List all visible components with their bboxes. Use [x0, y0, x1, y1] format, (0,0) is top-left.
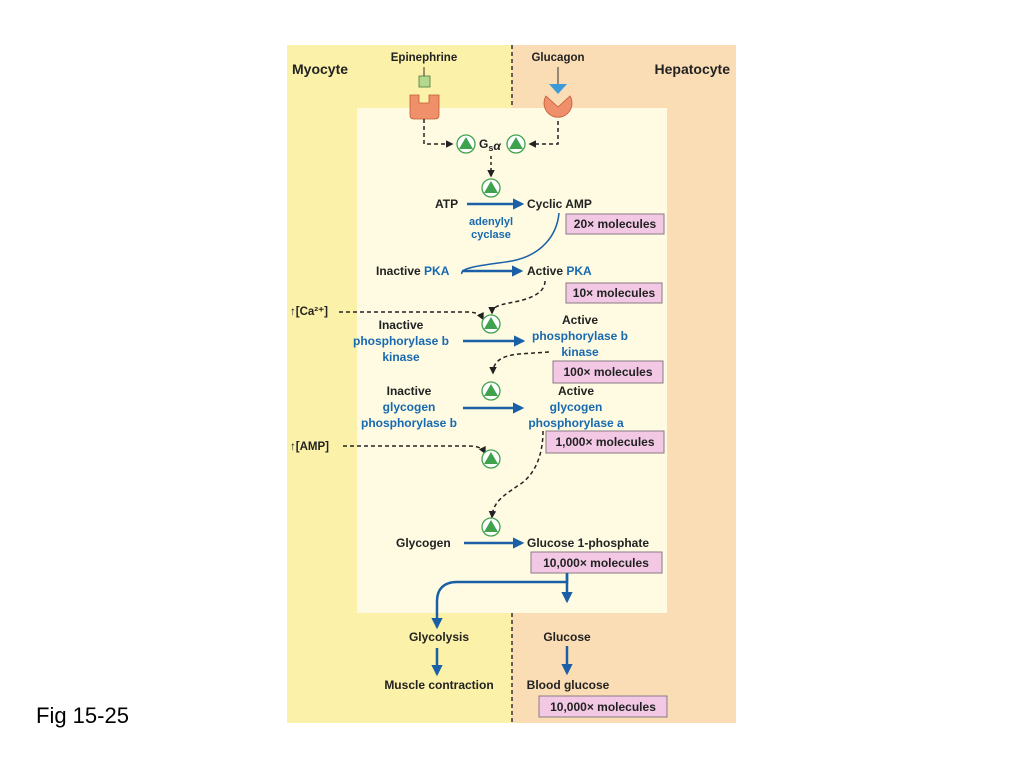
cyclic-amp-label: Cyclic AMP	[527, 197, 592, 211]
inactive-pbk-line1: Inactive	[379, 318, 424, 332]
amplification-box	[552, 360, 664, 384]
amplification-blood-10000x: 10,000× molecules	[550, 700, 656, 714]
calcium-dashed-arrow	[339, 311, 484, 321]
blood-glucose-label: Blood glucose	[527, 678, 610, 692]
glycolysis-label: Glycolysis	[409, 630, 469, 644]
atp-label: ATP	[435, 197, 458, 211]
amp-dashed-arrow	[343, 445, 486, 455]
epi-to-gprotein-arrow	[423, 119, 454, 148]
glucagon-receptor	[543, 95, 573, 118]
inactive-gp-line2: glycogen	[383, 400, 436, 414]
gs-alpha-label: Gsα	[479, 137, 501, 153]
inactive-gp-line3: phosphorylase b	[361, 416, 457, 430]
adenylyl-label: adenylyl	[469, 216, 513, 228]
amplification-box	[545, 430, 665, 454]
activation-mark	[481, 314, 501, 334]
inactive-pbk-line3: kinase	[382, 350, 420, 364]
epinephrine-square	[418, 75, 431, 88]
activation-mark	[456, 134, 476, 154]
glucagon-label: Glucagon	[531, 52, 584, 64]
amp-label: ↑[AMP]	[290, 441, 329, 453]
inactive-pbk-line2: phosphorylase b	[353, 334, 449, 348]
active-pka-label: Active PKA	[527, 264, 592, 278]
amplification-box	[565, 213, 665, 235]
active-pbk-line1: Active	[562, 313, 598, 327]
activation-mark	[481, 517, 501, 537]
muscle-contraction-label: Muscle contraction	[384, 678, 493, 692]
cyclase-label: cyclase	[471, 229, 511, 241]
inactive-gp-line1: Inactive	[387, 384, 432, 398]
glycogen-signaling-diagram: Myocyte Hepatocyte Epinephrine Glucagon …	[287, 45, 736, 723]
glucagon-diamond	[549, 84, 567, 94]
amplification-20x: 20× molecules	[574, 217, 657, 231]
g1p-label: Glucose 1-phosphate	[527, 536, 649, 550]
activation-mark	[481, 178, 501, 198]
active-gp-line3: phosphorylase a	[528, 416, 624, 430]
adrenergic-receptor	[409, 94, 440, 120]
epinephrine-label: Epinephrine	[391, 52, 457, 64]
active-pbk-line2: phosphorylase b	[532, 329, 628, 343]
amplification-100x: 100× molecules	[563, 365, 652, 379]
pbk-dashed-arrow	[489, 351, 550, 375]
glycogen-label: Glycogen	[396, 536, 451, 550]
amplification-box	[530, 551, 663, 574]
amplification-box	[538, 695, 668, 718]
activation-mark	[481, 381, 501, 401]
glucagon-to-gprotein-arrow	[528, 121, 559, 148]
g1p-to-glycolysis-arrow	[431, 573, 569, 630]
active-gp-line2: glycogen	[550, 400, 603, 414]
hepatocyte-label: Hepatocyte	[655, 61, 731, 77]
gp-dashed-arrow	[488, 430, 544, 519]
calcium-label: ↑[Ca²⁺]	[290, 306, 328, 318]
inactive-pka-label: Inactive PKA	[376, 264, 450, 278]
myocyte-label: Myocyte	[292, 61, 348, 77]
activation-mark	[506, 134, 526, 154]
activation-mark	[481, 449, 501, 469]
camp-activation-curve	[461, 212, 560, 275]
active-gp-line1: Active	[558, 384, 594, 398]
amplification-10000x: 10,000× molecules	[543, 556, 649, 570]
amplification-10x: 10× molecules	[573, 286, 656, 300]
pka-dashed-arrow	[488, 280, 546, 315]
amplification-1000x: 1,000× molecules	[555, 435, 654, 449]
active-pbk-line3: kinase	[561, 345, 599, 359]
glucose-label: Glucose	[543, 630, 591, 644]
figure-caption: Fig 15-25	[36, 703, 129, 728]
amplification-box	[565, 282, 663, 304]
